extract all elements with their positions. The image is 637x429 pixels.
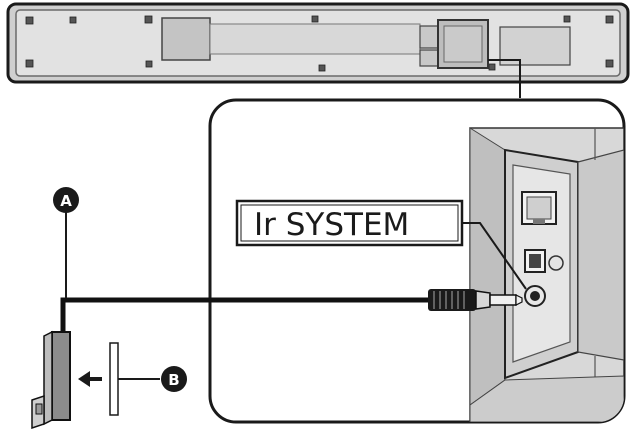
- callout-a-letter: A: [60, 192, 72, 210]
- mounting-hole: [605, 15, 614, 24]
- target-surface: [109, 342, 119, 416]
- soundbar-right-recess: [499, 26, 571, 66]
- mounting-hole: [318, 64, 326, 72]
- soundbar-small-port-lower: [419, 49, 439, 67]
- terminal-housing-shadow: [469, 127, 506, 406]
- zoom-detail-panel: Ir SYSTEM: [208, 98, 626, 424]
- ir-blaster-tab: [35, 403, 43, 415]
- housing-lower-tab: [469, 375, 624, 422]
- callout-b: B: [161, 366, 187, 392]
- soundbar-mounting-holes: [25, 15, 614, 72]
- mounting-hole: [69, 16, 77, 24]
- ir-system-jack: [524, 285, 546, 307]
- housing-right-bevel: [577, 149, 624, 361]
- ir-system-label-box: Ir SYSTEM: [235, 199, 464, 247]
- callout-b-letter: B: [168, 371, 179, 389]
- ir-plug-tip: [489, 294, 517, 306]
- optical-port: [524, 249, 546, 273]
- label-leader-line: [462, 222, 527, 290]
- ir-blaster: [31, 330, 71, 429]
- ir-cable-wire: [60, 297, 430, 335]
- soundbar-rear-view: [6, 2, 630, 84]
- mounting-hole: [563, 15, 571, 23]
- soundbar-terminal-inner: [443, 25, 483, 63]
- attach-arrow: [78, 371, 102, 387]
- round-indicator: [548, 255, 564, 271]
- soundbar-cable-channel: [209, 23, 421, 55]
- callout-a: A: [53, 187, 79, 298]
- lan-port: [521, 191, 557, 225]
- ir-cable: [60, 289, 523, 335]
- mounting-hole: [488, 63, 496, 71]
- mounting-hole: [311, 15, 319, 23]
- ir-plug-grip-ridges: [433, 291, 465, 309]
- mounting-hole: [605, 59, 614, 68]
- ir-blaster-body: [51, 331, 71, 421]
- soundbar-small-port-upper: [419, 25, 439, 49]
- ir-blaster-front: [43, 330, 53, 426]
- mounting-hole: [25, 16, 34, 25]
- mounting-hole: [25, 59, 34, 68]
- ir-plug-tip-end: [515, 294, 523, 306]
- soundbar-left-recess: [161, 17, 211, 61]
- mounting-hole: [145, 60, 153, 68]
- zoom-leader-line: [488, 59, 521, 98]
- port-label: Ir SYSTEM: [254, 207, 409, 243]
- mounting-hole: [144, 15, 153, 24]
- ir-plug-collar: [475, 290, 491, 310]
